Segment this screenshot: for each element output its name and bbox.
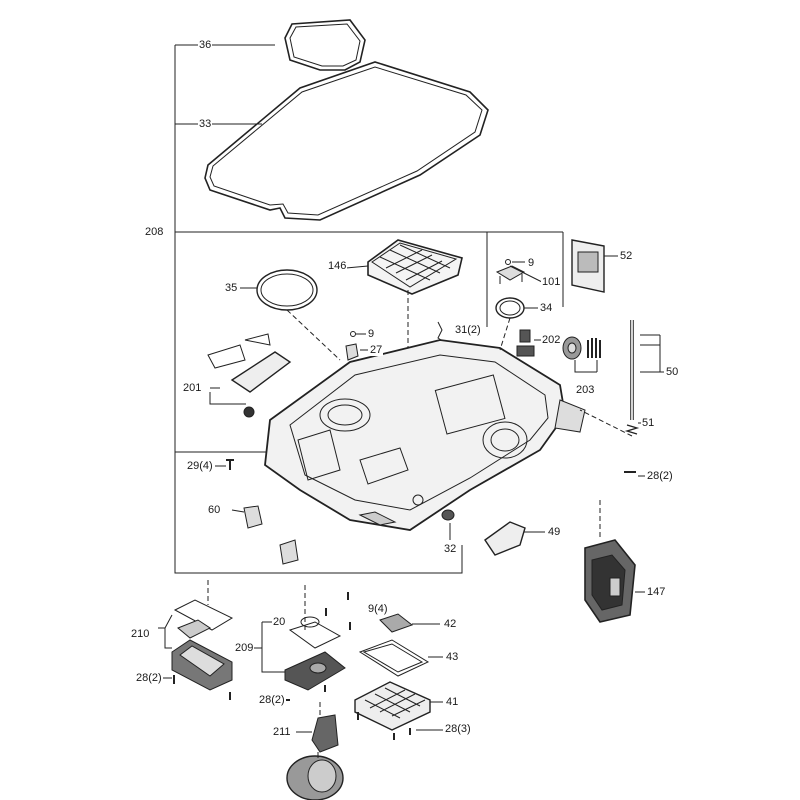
callout-28-right: 28(2) [646,470,674,482]
callout-9-upper: 9 [527,257,536,269]
callout-202: 202 [541,334,562,346]
part-33-gasket [204,61,489,221]
callout-43: 43 [445,651,460,663]
part-60-clip [243,505,263,529]
callout-201: 201 [182,382,203,394]
callout-60: 60 [207,504,222,516]
callout-210: 210 [130,628,151,640]
callout-9-lower: 9 [367,328,376,340]
callout-31: 31(2) [454,324,482,336]
part-bracket-small [279,539,299,565]
callout-211: 211 [272,726,292,738]
part-202-clip [516,329,535,357]
part-101-bracket [495,265,526,284]
callout-28-middle: 28(2) [258,694,286,706]
callout-28-left: 28(2) [135,672,163,684]
callout-203: 203 [575,384,596,396]
part-27-latch [345,343,359,361]
callout-209: 209 [234,642,255,654]
callout-49: 49 [547,526,562,538]
part-210-pad [177,619,211,639]
callout-9-4: 9(4) [367,603,389,615]
callout-52: 52 [619,250,634,262]
callout-208: 208 [144,226,165,238]
part-209-gasket [288,621,342,649]
part-201-cover [230,351,292,393]
callout-50: 50 [665,366,680,378]
part-203-pins [587,338,601,358]
callout-41: 41 [445,696,460,708]
callout-29: 29(4) [186,460,214,472]
callout-28-3: 28(3) [444,723,472,735]
part-9-screws [324,592,373,692]
part-36-gasket [284,19,366,71]
callout-33: 33 [198,118,213,130]
part-49-tray [484,521,526,556]
part-211-hub [311,714,339,753]
part-32-plug [441,509,455,521]
part-31-hook [437,321,445,343]
callout-20: 20 [272,616,287,628]
callout-101: 101 [541,276,562,288]
part-42-plate [379,613,414,633]
callout-42: 42 [443,618,458,630]
callout-36: 36 [198,39,213,51]
callout-51: 51 [641,417,656,429]
part-20-disc [300,616,320,628]
callout-35: 35 [224,282,239,294]
part-29-screw [226,459,234,470]
part-51-spring [624,424,640,435]
part-43-gasket [358,639,430,677]
callout-34: 34 [539,302,554,314]
callout-146: 146 [327,260,348,272]
callout-147: 147 [646,586,667,598]
housing-body [264,339,566,531]
part-35-ring [256,269,318,311]
callout-27: 27 [369,344,384,356]
frame-line [174,45,463,574]
callout-32: 32 [443,543,458,555]
